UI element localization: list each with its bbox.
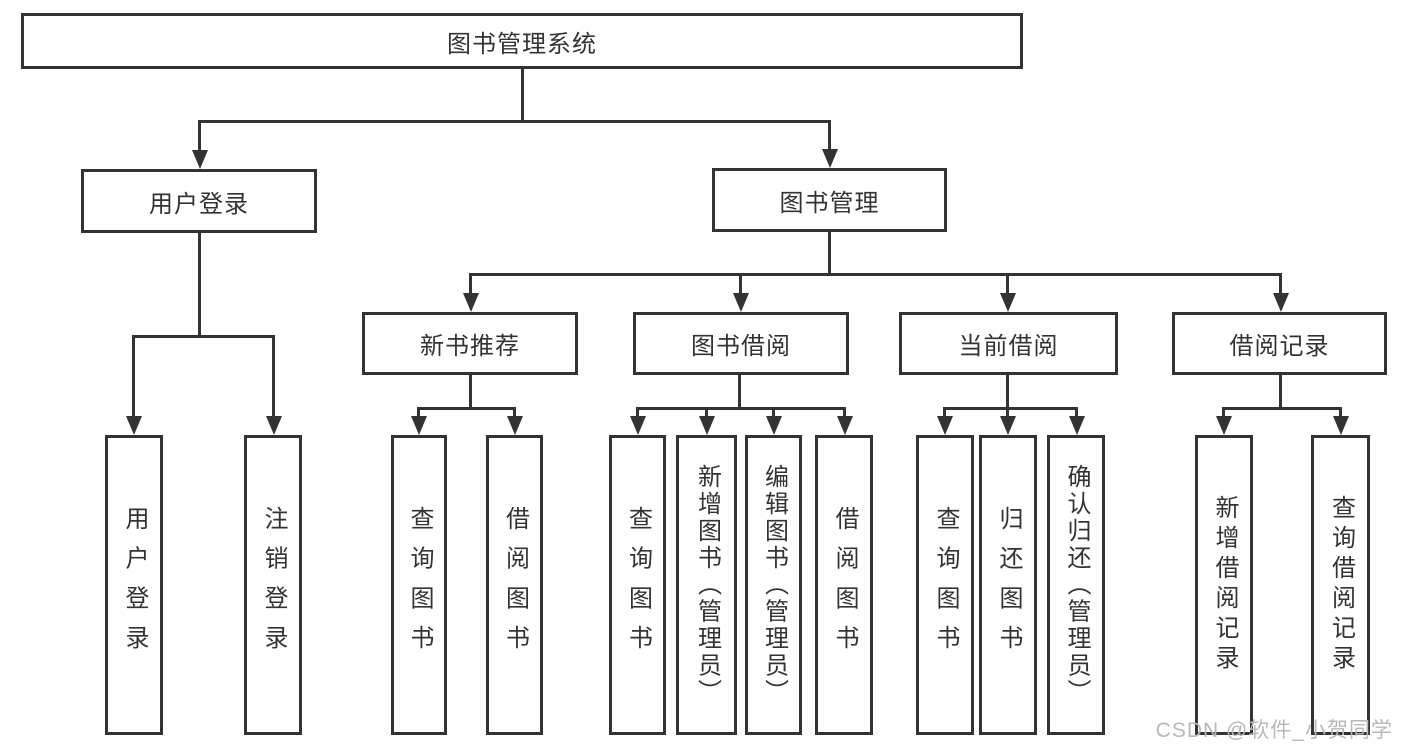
connector-line [1006,407,1009,421]
arrowhead-icon [1000,293,1016,312]
connector-line [843,407,846,421]
connector-line [198,233,201,335]
connector-line [198,120,831,123]
leaf-add-books-admin-label: 新增图书（管理员） [693,464,721,706]
node-user-login-branch-label: 用户登录 [149,190,249,218]
leaf-user-login: 用户登录 [105,435,163,735]
node-borrowing-records: 借阅记录 [1172,312,1387,375]
connector-line [198,120,201,155]
arrowhead-icon [1216,416,1232,435]
arrowhead-icon [266,416,282,435]
connector-line [1222,407,1225,421]
connector-line [272,335,275,419]
connector-line [738,375,741,407]
arrowhead-icon [1273,293,1289,312]
leaf-edit-books-admin-label: 编辑图书（管理员） [760,464,788,706]
leaf-borrow-books-label: 借阅图书 [831,505,858,665]
connector-line [1279,273,1282,299]
leaf-query-books-current: 查询图书 [916,435,974,735]
connector-line [636,407,846,410]
node-book-borrowing-label: 图书借阅 [691,333,791,360]
leaf-query-borrow-record: 查询借阅记录 [1311,435,1370,735]
leaf-borrow-books-recommend: 借阅图书 [486,435,543,735]
leaf-confirm-return-admin-label: 确认归还（管理员） [1063,464,1090,706]
connector-line [636,407,639,421]
connector-line [469,273,472,299]
leaf-logout-label: 注销登录 [260,505,287,665]
leaf-query-books-current-label: 查询图书 [932,505,959,665]
node-root: 图书管理系统 [21,13,1023,69]
node-user-login-branch: 用户登录 [81,169,317,233]
arrowhead-icon [837,416,853,435]
arrowhead-icon [733,293,749,312]
leaf-query-books-borrowing-label: 查询图书 [624,505,652,665]
arrowhead-icon [630,416,646,435]
arrowhead-icon [937,416,953,435]
node-book-borrowing: 图书借阅 [633,312,849,375]
connector-line [1006,375,1009,407]
arrowhead-icon [1333,416,1349,435]
connector-line [521,69,524,120]
node-root-label: 图书管理系统 [447,30,597,58]
connector-line [1339,407,1342,421]
node-current-borrowing: 当前借阅 [899,312,1118,375]
leaf-add-borrow-record: 新增借阅记录 [1195,435,1253,735]
node-book-management-branch-label: 图书管理 [779,189,880,217]
arrowhead-icon [411,416,427,435]
node-current-borrowing-label: 当前借阅 [958,333,1059,360]
leaf-add-books-admin: 新增图书（管理员） [676,435,737,735]
leaf-edit-books-admin: 编辑图书（管理员） [745,435,802,735]
connector-line [1279,375,1282,407]
arrowhead-icon [192,150,208,169]
leaf-query-books-recommend-label: 查询图书 [406,505,433,665]
connector-line [132,335,135,419]
connector-line [705,407,708,421]
connector-line [1006,273,1009,299]
arrowhead-icon [1000,416,1016,435]
leaf-user-login-label: 用户登录 [121,505,148,665]
connector-line [828,120,831,155]
node-borrowing-records-label: 借阅记录 [1229,333,1330,360]
connector-line [943,407,1078,410]
leaf-borrow-books-recommend-label: 借阅图书 [501,505,529,665]
connector-line [132,335,275,338]
arrowhead-icon [126,416,142,435]
node-new-book-recommend-label: 新书推荐 [420,333,520,360]
connector-line [417,407,420,421]
arrowhead-icon [507,416,523,435]
leaf-query-books-borrowing: 查询图书 [609,435,666,735]
arrowhead-icon [766,416,782,435]
leaf-query-borrow-record-label: 查询借阅记录 [1327,495,1355,675]
connector-line [1222,407,1342,410]
arrowhead-icon [463,293,479,312]
node-new-book-recommend: 新书推荐 [362,312,578,375]
leaf-logout: 注销登录 [244,435,302,735]
leaf-add-borrow-record-label: 新增借阅记录 [1211,495,1238,675]
node-book-management-branch: 图书管理 [712,168,947,232]
connector-line [1075,407,1078,421]
connector-line [739,273,742,299]
watermark-text: CSDN @软件_小贺同学 [1155,719,1393,742]
leaf-return-books: 归还图书 [979,435,1037,735]
connector-line [469,273,1282,276]
leaf-confirm-return-admin: 确认归还（管理员） [1047,435,1105,735]
arrowhead-icon [822,149,838,168]
connector-line [417,407,516,410]
leaf-return-books-label: 归还图书 [995,505,1022,665]
connector-line [513,407,516,421]
connector-line [943,407,946,421]
connector-line [469,375,472,407]
arrowhead-icon [699,416,715,435]
connector-line [772,407,775,421]
leaf-query-books-recommend: 查询图书 [391,435,447,735]
arrowhead-icon [1069,416,1085,435]
leaf-borrow-books: 借阅图书 [815,435,873,735]
connector-line [828,232,831,273]
